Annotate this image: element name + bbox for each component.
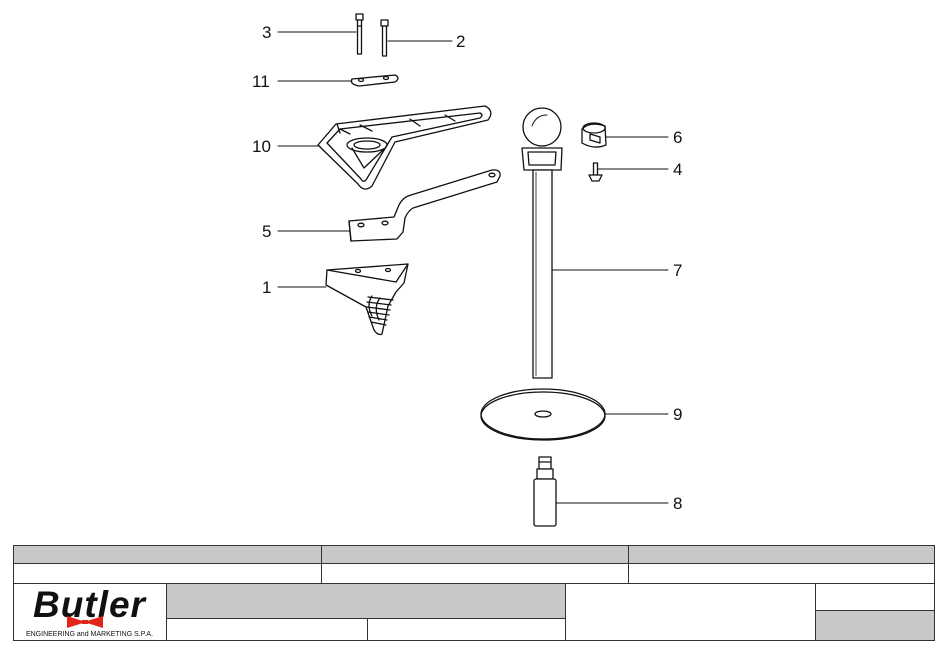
info-cell-2	[321, 563, 629, 584]
logo-subtitle: ENGINEERING and MARKETING S.P.A.	[13, 631, 166, 638]
part-7-column	[522, 108, 562, 378]
part-2-short-bolt	[381, 20, 388, 56]
code-field-1	[166, 618, 368, 641]
callout-7: 7	[673, 261, 682, 280]
part-11-plate	[351, 75, 398, 86]
info-cell-1	[13, 563, 322, 584]
header-cell-1	[13, 545, 322, 564]
callout-11: 11	[252, 72, 270, 91]
part-10-frame-support	[318, 106, 491, 189]
callout-8: 8	[673, 494, 682, 513]
part-8-pin	[534, 457, 556, 526]
description-field	[565, 583, 816, 641]
callout-3: 3	[262, 23, 271, 42]
part-9-disc	[481, 389, 605, 440]
callout-2: 2	[456, 32, 465, 51]
title-block: Butler ENGINEERING and MARKETING S.P.A.	[13, 545, 935, 641]
page-number-field-grey	[815, 610, 935, 641]
bow-tie-icon	[65, 615, 105, 629]
header-cell-3	[628, 545, 935, 564]
exploded-parts-drawing: 3 2 11 10 5 1 6 4 7 9 8	[0, 0, 950, 540]
code-field-2	[367, 618, 566, 641]
callout-1: 1	[262, 278, 271, 297]
part-3-long-bolt	[356, 14, 363, 54]
callout-10: 10	[252, 137, 271, 156]
part-1-jaw	[326, 264, 408, 335]
leader-lines	[278, 32, 668, 503]
callout-5: 5	[262, 222, 271, 241]
page-field	[815, 583, 935, 611]
butler-logo: Butler ENGINEERING and MARKETING S.P.A.	[13, 585, 166, 641]
part-4-screw	[589, 163, 602, 181]
part-6-cap	[582, 123, 606, 147]
title-field-grey	[166, 583, 566, 619]
callout-6: 6	[673, 128, 682, 147]
callout-4: 4	[673, 160, 682, 179]
callout-9: 9	[673, 405, 682, 424]
header-cell-2	[321, 545, 629, 564]
info-cell-3	[628, 563, 935, 584]
